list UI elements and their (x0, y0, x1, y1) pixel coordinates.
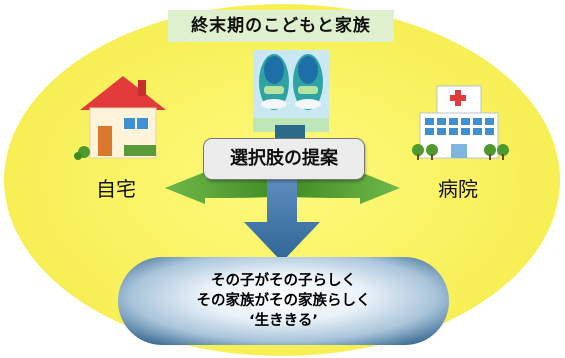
hospital-label: 病院 (438, 177, 478, 201)
children-shoes-icon (253, 50, 329, 139)
hospital-icon (412, 85, 509, 160)
goal-oval: その子がその子らしく その家族がその家族らしく ‘生ききる’ (118, 257, 449, 345)
goal-line-3: ‘生ききる’ (249, 313, 318, 329)
house-icon (74, 76, 166, 160)
proposal-box: 選択肢の提案 (203, 138, 365, 180)
right-green-arrow (278, 172, 400, 204)
goal-line-2: その家族がその家族らしく (196, 293, 371, 309)
down-blue-arrow (244, 176, 320, 262)
left-green-arrow (165, 172, 286, 204)
diagram-title: 終末期のこどもと家族 (168, 10, 394, 42)
home-label: 自宅 (96, 177, 136, 201)
goal-line-1: その子がその子らしく (211, 273, 356, 289)
